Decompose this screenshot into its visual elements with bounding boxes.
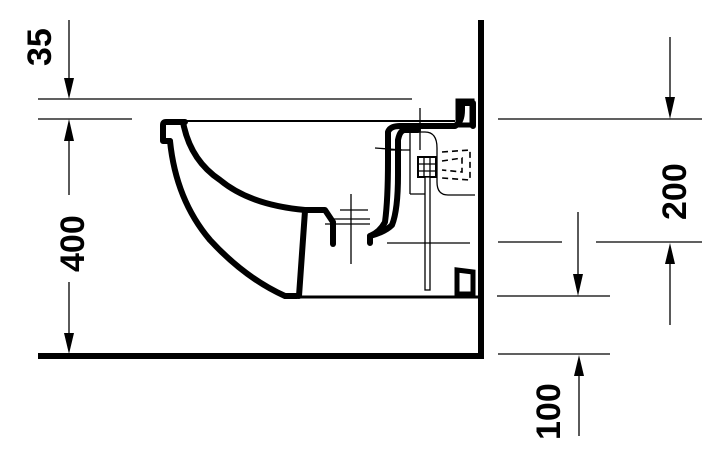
dimension-label-400: 400 [54,215,92,272]
dimension-label-35: 35 [21,28,59,66]
dimension-200: 200 [498,37,702,325]
dimension-100: 100 [497,212,610,440]
dimension-35: 35 [21,20,412,120]
dimension-label-200: 200 [656,163,694,220]
bidet-body [160,100,481,299]
dimension-400: 400 [54,119,92,354]
dimension-label-100: 100 [530,383,568,440]
wall-and-floor [38,20,484,359]
wall-fixing [387,98,476,297]
